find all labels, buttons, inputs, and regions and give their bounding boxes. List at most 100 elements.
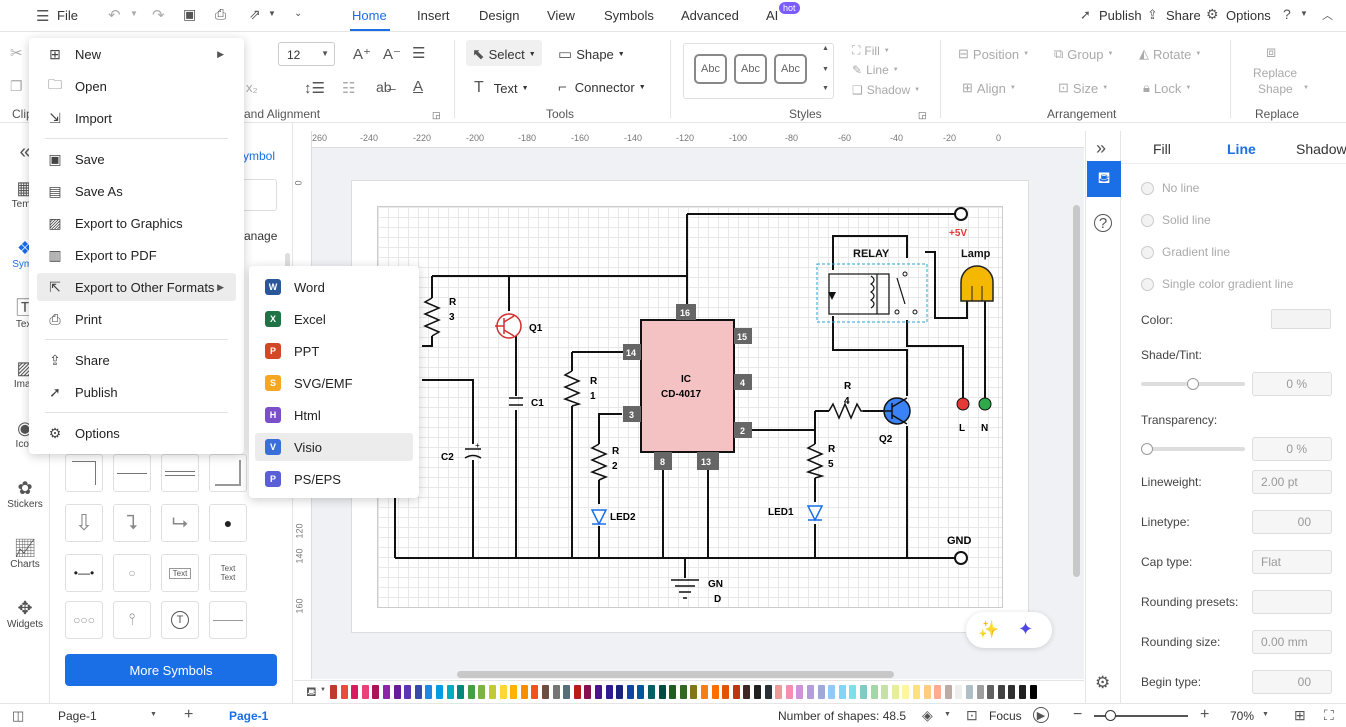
copy-icon[interactable]: ❐ — [10, 78, 23, 94]
color-swatch[interactable] — [658, 685, 666, 699]
wire-r3-bottom[interactable] — [422, 336, 433, 347]
pin-4-box[interactable] — [734, 374, 752, 390]
tab-home[interactable]: Home — [352, 8, 387, 23]
tab-symbols[interactable]: Symbols — [604, 8, 654, 23]
color-swatch[interactable] — [489, 685, 496, 699]
gallery-expand-icon[interactable]: ▼ — [822, 85, 829, 92]
color-swatch[interactable] — [1019, 685, 1026, 699]
position-button[interactable]: ⊟Position▼ — [958, 46, 1029, 62]
focus-button[interactable]: Focus — [989, 709, 1022, 723]
gallery-scroll-up-icon[interactable]: ▲ — [822, 45, 829, 52]
color-swatch[interactable] — [425, 685, 433, 699]
style-preset-1[interactable]: Abc — [694, 54, 727, 84]
symbol-double-line[interactable] — [161, 454, 199, 492]
style-preset-2[interactable]: Abc — [734, 54, 767, 84]
color-swatch[interactable] — [955, 685, 963, 699]
manage-link[interactable]: anage — [244, 229, 278, 243]
linetype-select[interactable]: 00 — [1252, 510, 1332, 534]
color-swatch[interactable] — [701, 685, 708, 699]
font-color-icon[interactable]: A — [413, 78, 424, 95]
menu-item-save-as[interactable]: ▤Save As — [37, 177, 236, 205]
color-swatch[interactable] — [626, 685, 634, 699]
chevron-down-icon[interactable]: ▼ — [1262, 711, 1269, 718]
chevron-down-icon[interactable]: ▼ — [1300, 9, 1308, 18]
color-swatch[interactable] — [616, 685, 624, 699]
color-swatch[interactable] — [499, 685, 507, 699]
lineweight-input[interactable]: 2.00 pt — [1252, 470, 1332, 494]
tab-design[interactable]: Design — [479, 8, 520, 23]
color-swatch[interactable] — [563, 685, 571, 699]
color-swatch[interactable] — [510, 685, 518, 699]
menu-item-export-graphics[interactable]: ▨Export to Graphics — [37, 209, 236, 237]
pin-14-box[interactable] — [623, 344, 641, 360]
cut-icon[interactable]: ✂ — [10, 45, 23, 62]
color-swatch[interactable] — [520, 685, 528, 699]
slider-knob[interactable] — [1141, 443, 1153, 455]
gallery-scroll-down-icon[interactable]: ▼ — [822, 66, 829, 73]
menu-item-new[interactable]: ⊞New▶ — [37, 40, 236, 68]
nav-stickers[interactable]: ✿Stickers — [0, 477, 50, 510]
size-button[interactable]: ⊡Size▼ — [1058, 80, 1108, 96]
symbol-frame[interactable] — [209, 454, 247, 492]
symbol-corner-line[interactable] — [65, 454, 103, 492]
tab-fill[interactable]: Fill — [1153, 141, 1171, 157]
color-swatch[interactable] — [711, 685, 719, 699]
color-swatch[interactable] — [934, 685, 942, 699]
page-tab[interactable]: Page-1 — [229, 709, 269, 723]
color-swatch[interactable] — [361, 685, 369, 699]
color-swatch[interactable] — [860, 685, 867, 699]
color-swatch[interactable] — [796, 685, 804, 699]
lamp-icon[interactable] — [960, 265, 994, 302]
zoom-in-icon[interactable]: + — [1200, 706, 1210, 723]
pin-8-box[interactable] — [654, 452, 672, 470]
focus-icon[interactable]: ⊡ — [966, 707, 978, 723]
pin-16-box[interactable] — [676, 304, 696, 320]
color-swatch[interactable] — [584, 685, 592, 699]
file-menu-button[interactable]: File — [57, 8, 78, 23]
symbol-elbow-arrow[interactable]: ⮧ — [113, 504, 151, 542]
color-swatch[interactable] — [775, 685, 783, 699]
tab-advanced[interactable]: Advanced — [681, 8, 739, 23]
options-button[interactable]: Options — [1226, 8, 1271, 23]
layers-icon[interactable]: ◈ — [922, 707, 933, 723]
dialog-launcher-icon[interactable]: ◲ — [918, 110, 927, 120]
color-swatch[interactable] — [722, 685, 730, 699]
play-icon[interactable]: ▶ — [1033, 707, 1049, 723]
color-swatch[interactable] — [764, 685, 772, 699]
connector-tool[interactable]: ⌐Connector▼ — [558, 79, 646, 96]
tab-line[interactable]: Line — [1227, 141, 1256, 157]
rounding-presets-select[interactable] — [1252, 590, 1332, 614]
fit-page-icon[interactable]: ⊞ — [1294, 707, 1306, 723]
symbol-line[interactable] — [113, 454, 151, 492]
wire-c2[interactable] — [422, 379, 474, 444]
dialog-launcher-icon[interactable]: ◲ — [432, 110, 441, 120]
canvas-scrollbar-horizontal[interactable] — [457, 671, 894, 678]
color-swatch[interactable] — [785, 685, 793, 699]
color-swatch[interactable] — [838, 685, 846, 699]
terminal-n[interactable] — [978, 397, 992, 411]
tab-view[interactable]: View — [547, 8, 575, 23]
color-swatch[interactable] — [944, 685, 952, 699]
decrease-font-icon[interactable]: A⁻ — [383, 46, 401, 63]
wire-q2-relay[interactable] — [832, 316, 908, 396]
color-swatch[interactable] — [690, 685, 698, 699]
symbol-search-box[interactable] — [240, 179, 277, 211]
publish-button[interactable]: Publish — [1099, 8, 1142, 23]
menu-item-import[interactable]: ⇲Import — [37, 104, 236, 132]
color-swatch[interactable] — [807, 685, 814, 699]
color-swatch[interactable] — [828, 685, 836, 699]
menu-item-print[interactable]: ⎙Print — [37, 305, 236, 333]
nav-icons[interactable]: ◉Icon — [0, 417, 50, 450]
symbol-circle[interactable]: ○ — [113, 554, 151, 592]
color-swatch[interactable] — [976, 685, 984, 699]
resistor-r1[interactable] — [562, 370, 582, 407]
bullet-list-icon[interactable]: ☷ — [342, 80, 356, 97]
color-swatch[interactable] — [573, 685, 581, 699]
